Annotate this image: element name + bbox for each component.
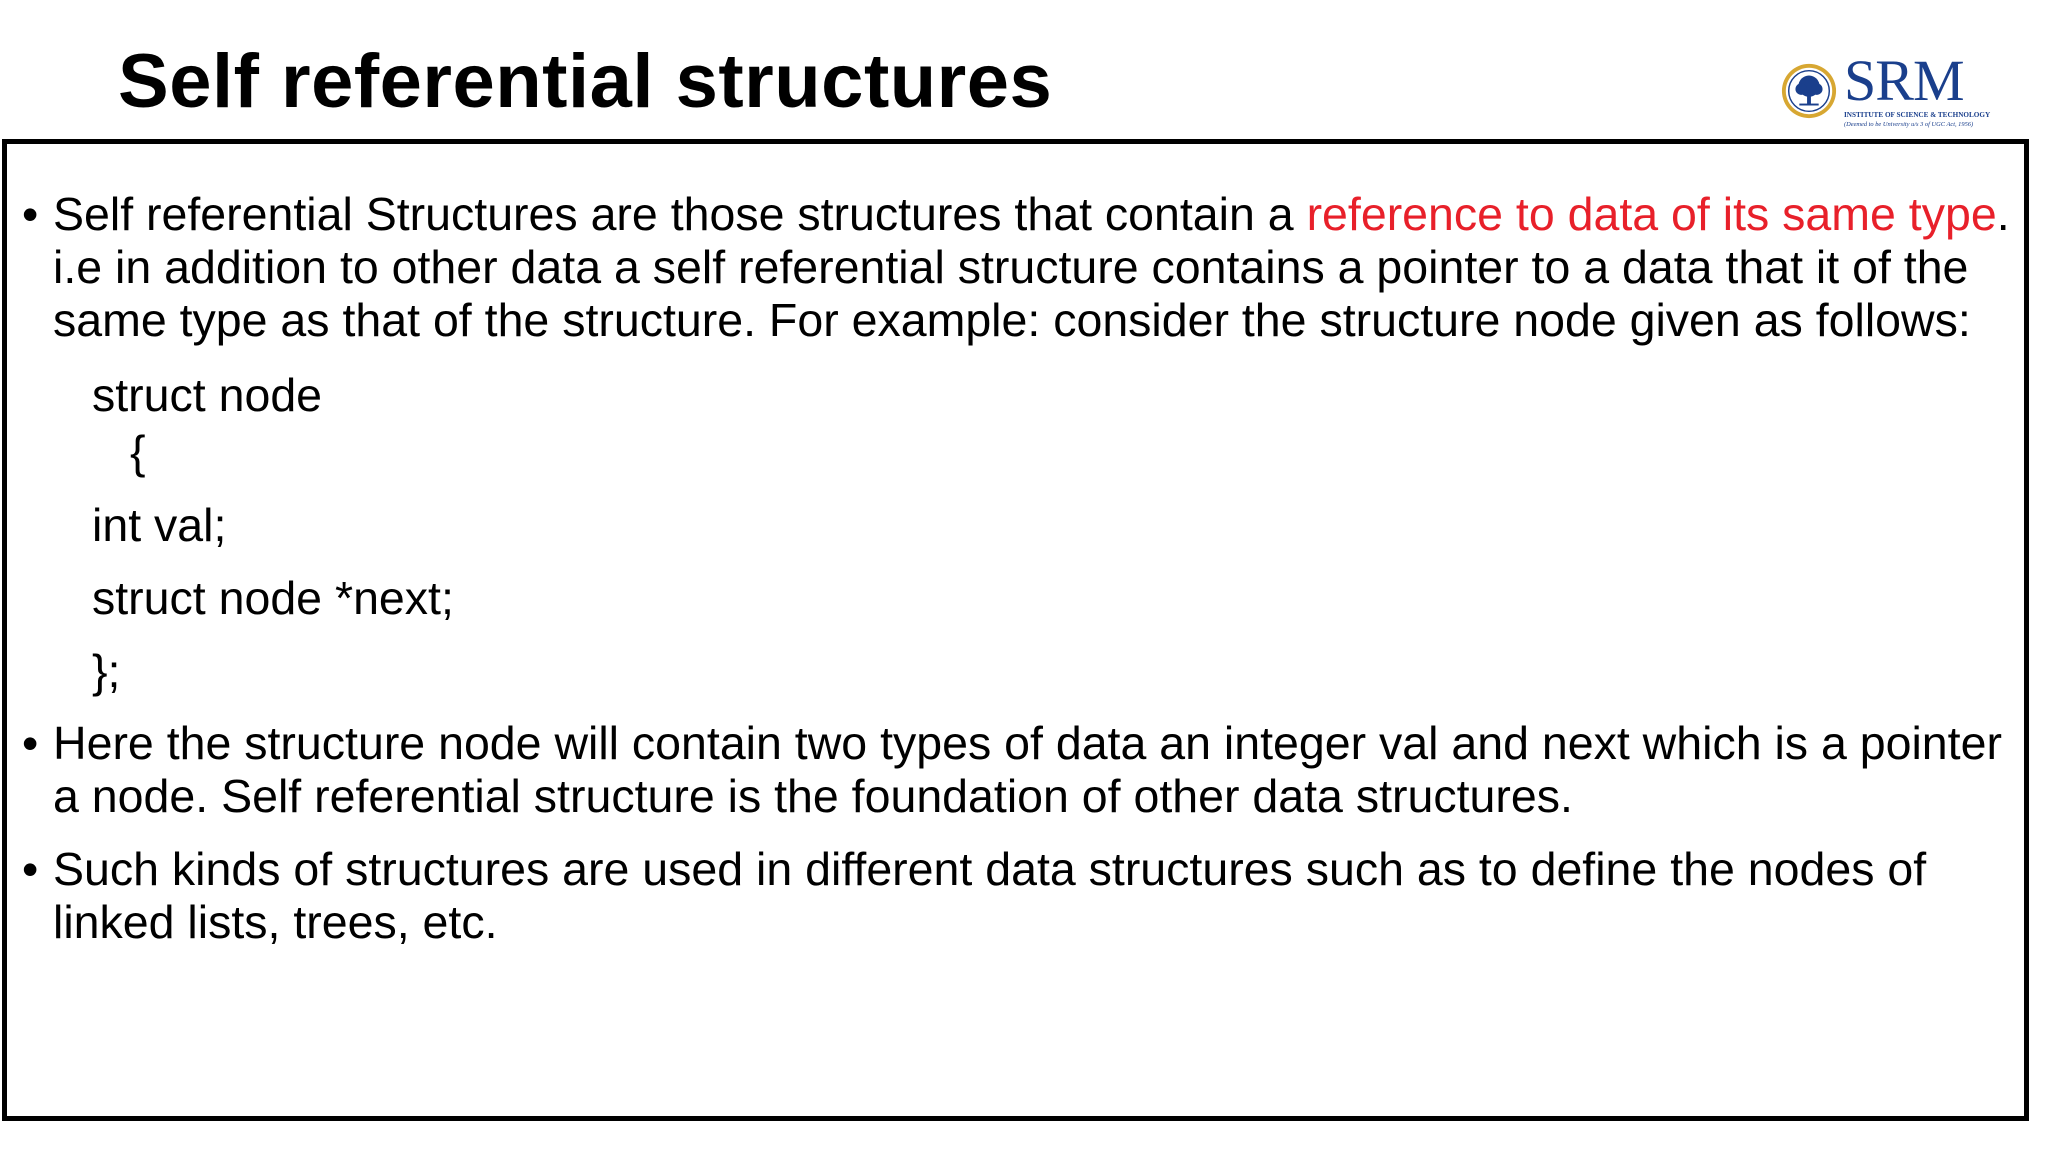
bullet1-highlight: reference to data of its same type bbox=[1306, 188, 1997, 240]
tree-seal-icon bbox=[1781, 63, 1837, 119]
bullet-item: • Here the structure node will contain t… bbox=[22, 717, 2012, 823]
bullet1-text-before: Self referential Structures are those st… bbox=[53, 188, 1307, 240]
code-line: int val; bbox=[92, 499, 227, 551]
bullet3-text: Such kinds of structures are used in dif… bbox=[53, 843, 1927, 948]
content-frame bbox=[2, 139, 2029, 1121]
code-block: struct node { int val; struct node *next… bbox=[22, 369, 2012, 698]
logo-name: SRM bbox=[1844, 48, 1965, 113]
code-line: }; bbox=[92, 645, 121, 697]
slide-title: Self referential structures bbox=[118, 39, 1053, 124]
srm-logo: SRM INSTITUTE OF SCIENCE & TECHNOLOGY (D… bbox=[1776, 52, 1990, 136]
logo-subtitle: INSTITUTE OF SCIENCE & TECHNOLOGY bbox=[1844, 111, 1991, 119]
code-line: struct node bbox=[92, 369, 323, 421]
bullet-dot: • bbox=[22, 717, 39, 769]
code-line: struct node *next; bbox=[92, 572, 454, 624]
bullet-dot: • bbox=[22, 188, 39, 240]
bullet1-text-after: . i.e in addition to other data a self r… bbox=[53, 188, 2010, 346]
logo-tagline: (Deemed to be University u/s 3 of UGC Ac… bbox=[1844, 121, 1974, 128]
bullet-item: • Self referential Structures are those … bbox=[22, 188, 2012, 347]
slide-content: • Self referential Structures are those … bbox=[22, 188, 2012, 949]
bullet2-text: Here the structure node will contain two… bbox=[53, 717, 2002, 822]
bullet-dot: • bbox=[22, 843, 39, 895]
code-line: { bbox=[130, 426, 146, 478]
bullet-item: • Such kinds of structures are used in d… bbox=[22, 843, 2012, 949]
